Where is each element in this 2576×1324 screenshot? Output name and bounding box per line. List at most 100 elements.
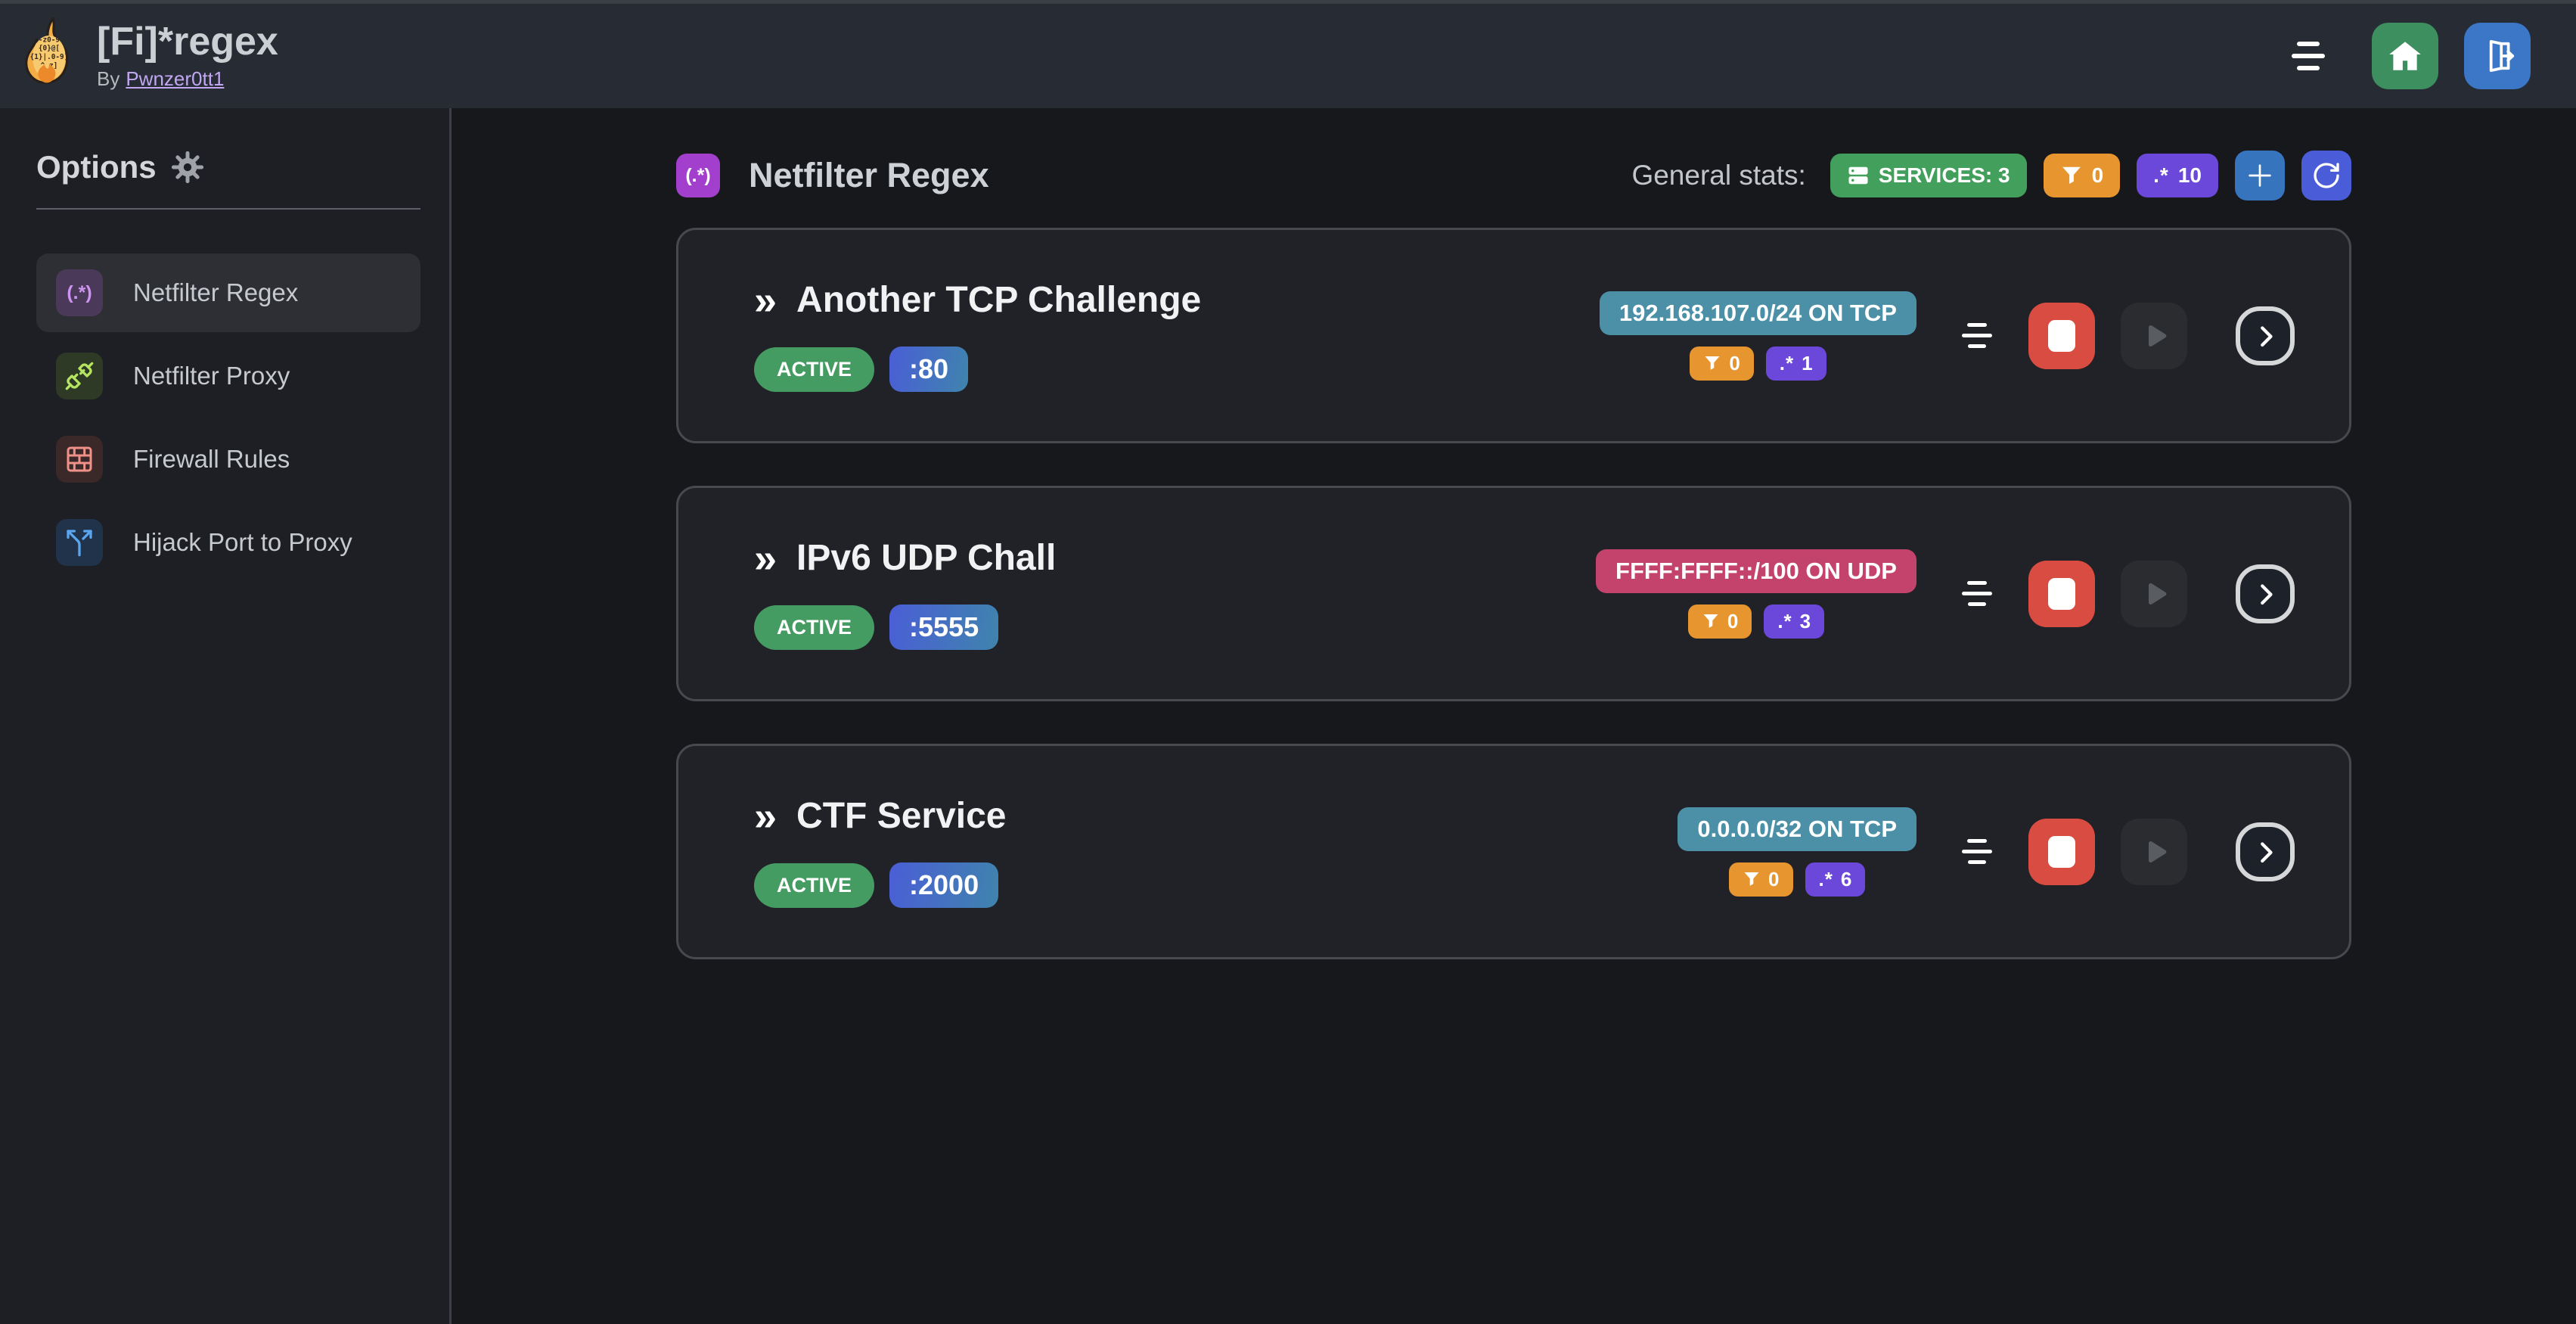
- server-icon: [1848, 166, 1868, 185]
- author-link[interactable]: Pwnzer0tt1: [126, 67, 225, 90]
- logo-regex-line: {0}@[: [39, 45, 60, 53]
- sidebar-item-netfilter-regex[interactable]: (.*) Netfilter Regex: [36, 253, 421, 332]
- regex-icon: (.*): [56, 269, 103, 316]
- stop-button[interactable]: [2028, 302, 2095, 369]
- status-badge: ACTIVE: [754, 605, 875, 650]
- logo-regex-line: -z0-9: [39, 36, 61, 44]
- stop-button[interactable]: [2028, 560, 2095, 627]
- play-icon: [2149, 325, 2167, 347]
- chevron-right-icon: [2261, 583, 2273, 605]
- sidebar-item-label: Firewall Rules: [133, 445, 290, 473]
- service-regex-badge: .* 6: [1805, 862, 1866, 897]
- stop-icon: [2048, 319, 2075, 352]
- service-stats: 0.0.0.0/32 ON TCP 0 .* 6: [1678, 807, 1916, 897]
- main-header: (.*) Netfilter Regex General stats: SERV…: [676, 151, 2351, 200]
- service-regex-count: 3: [1799, 609, 1811, 632]
- double-chevron-icon: »: [754, 277, 777, 323]
- service-regex-badge: .* 1: [1765, 346, 1826, 381]
- service-counters: 0 .* 1: [1690, 346, 1826, 381]
- play-button[interactable]: [2121, 560, 2187, 627]
- open-service-button[interactable]: [2236, 564, 2295, 623]
- sidebar-item-hijack-port[interactable]: Hijack Port to Proxy: [36, 503, 421, 582]
- chevron-right-icon: [2261, 841, 2273, 862]
- status-badge: ACTIVE: [754, 862, 875, 908]
- options-heading: Options: [36, 149, 421, 185]
- logout-icon: [2489, 39, 2515, 73]
- service-menu-icon[interactable]: [1962, 581, 1992, 606]
- service-name: IPv6 UDP Chall: [796, 538, 1057, 578]
- service-card: » IPv6 UDP Chall ACTIVE :5555 FFFF:FFFF:…: [676, 486, 2351, 701]
- service-title: » IPv6 UDP Chall: [754, 537, 1056, 579]
- titlebar: -z0-9 {0}@[ {1}|.0-9] ^ z] [Fi]*regex By…: [0, 4, 2576, 108]
- flame-logo-icon: -z0-9 {0}@[ {1}|.0-9] ^ z]: [25, 17, 69, 84]
- open-service-button[interactable]: [2236, 822, 2295, 881]
- stop-icon: [2048, 577, 2075, 610]
- service-counters: 0 .* 6: [1729, 862, 1866, 897]
- service-stats: 192.168.107.0/24 ON TCP 0 .* 1: [1599, 291, 1916, 381]
- play-button[interactable]: [2121, 818, 2187, 885]
- service-badges: ACTIVE :5555: [754, 605, 1056, 650]
- refresh-button[interactable]: [2301, 151, 2351, 200]
- sidebar-divider: [36, 208, 421, 210]
- service-card: » Another TCP Challenge ACTIVE :80 192.1…: [676, 228, 2351, 443]
- play-button[interactable]: [2121, 302, 2187, 369]
- funnel-icon: [1705, 356, 1720, 370]
- services-count-label: SERVICES: 3: [1878, 163, 2010, 187]
- service-menu-icon[interactable]: [1962, 839, 1992, 864]
- chevron-right-icon: [2261, 325, 2273, 347]
- double-chevron-icon: »: [754, 535, 777, 581]
- menu-icon[interactable]: [2292, 42, 2325, 70]
- open-service-button[interactable]: [2236, 306, 2295, 365]
- app-title: [Fi]*regex: [97, 20, 278, 64]
- logout-button[interactable]: [2464, 23, 2531, 89]
- regex-glyph: .*: [1777, 609, 1792, 632]
- double-chevron-icon: »: [754, 793, 777, 839]
- split-arrows-icon: [56, 519, 103, 566]
- home-button[interactable]: [2372, 23, 2438, 89]
- service-filters-badge: 0: [1690, 346, 1754, 381]
- service-name: CTF Service: [796, 796, 1007, 836]
- service-regex-badge: .* 3: [1764, 604, 1825, 639]
- regex-glyph: .*: [1818, 867, 1833, 890]
- service-menu-icon[interactable]: [1962, 323, 1992, 348]
- service-regex-count: 6: [1840, 867, 1852, 890]
- stop-button[interactable]: [2028, 818, 2095, 885]
- funnel-icon: [2062, 166, 2081, 184]
- play-icon: [2149, 841, 2167, 862]
- port-badge: :5555: [889, 605, 999, 650]
- home-icon: [2389, 42, 2421, 70]
- page-title: Netfilter Regex: [749, 156, 989, 194]
- netfilter-regex-icon: (.*): [676, 154, 720, 197]
- brand: -z0-9 {0}@[ {1}|.0-9] ^ z] [Fi]*regex By…: [23, 17, 278, 95]
- general-stats: General stats: SERVICES: 3: [1631, 151, 2351, 200]
- service-list: » Another TCP Challenge ACTIVE :80 192.1…: [676, 228, 2351, 959]
- sidebar-item-label: Netfilter Proxy: [133, 362, 290, 390]
- byline-prefix: By: [97, 67, 120, 90]
- logo-regex-line: {1}|.0-9]: [30, 53, 69, 61]
- titlebar-actions: [2292, 23, 2531, 89]
- regex-count-label: 10: [2177, 163, 2202, 187]
- port-badge: :80: [889, 347, 969, 392]
- service-filters-count: 0: [1768, 867, 1780, 890]
- port-badge: :2000: [889, 862, 999, 908]
- play-icon: [2149, 583, 2167, 605]
- stats-label: General stats:: [1631, 160, 1806, 191]
- status-badge: ACTIVE: [754, 347, 875, 392]
- stop-icon: [2048, 835, 2075, 868]
- sidebar-menu: (.*) Netfilter Regex Netfilter Proxy: [36, 253, 421, 582]
- service-filters-badge: 0: [1729, 862, 1793, 897]
- brick-wall-icon: [56, 436, 103, 483]
- sidebar-item-netfilter-proxy[interactable]: Netfilter Proxy: [36, 337, 421, 415]
- gear-icon: [171, 151, 203, 184]
- brand-text: [Fi]*regex By Pwnzer0tt1: [97, 21, 278, 91]
- service-stats: FFFF:FFFF::/100 ON UDP 0 .* 3: [1596, 549, 1916, 639]
- plus-icon: [2249, 164, 2271, 187]
- content: (.*) Netfilter Regex General stats: SERV…: [676, 108, 2351, 1324]
- add-service-button[interactable]: [2235, 151, 2285, 200]
- service-badges: ACTIVE :2000: [754, 862, 1007, 908]
- plug-icon: [56, 353, 103, 399]
- layout: Options (.*): [0, 108, 2576, 1324]
- service-info: » IPv6 UDP Chall ACTIVE :5555: [754, 537, 1056, 650]
- sidebar-item-firewall-rules[interactable]: Firewall Rules: [36, 420, 421, 499]
